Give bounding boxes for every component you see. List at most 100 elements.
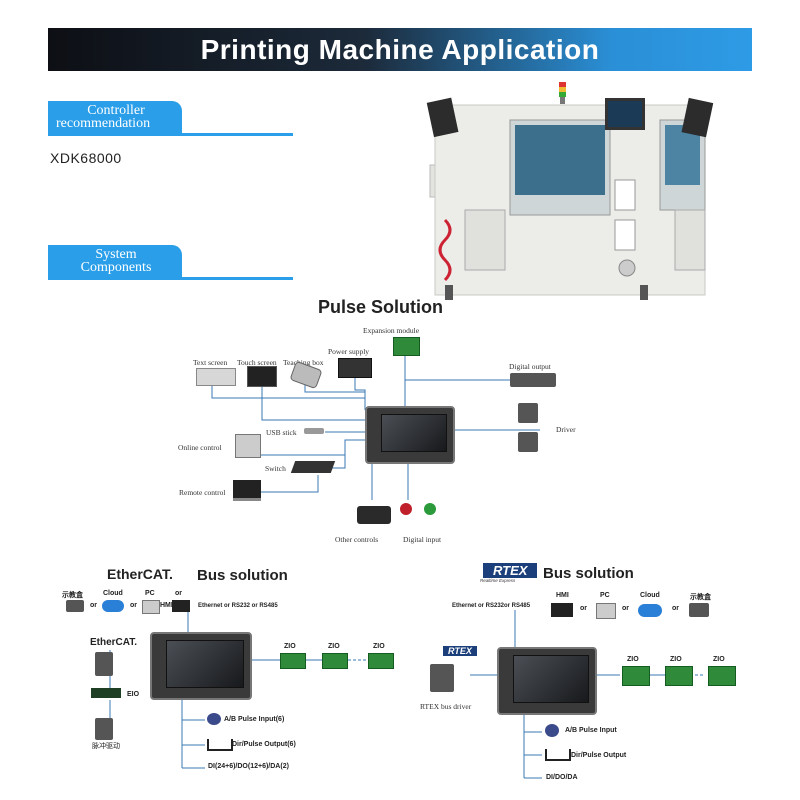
driver-motor-2 xyxy=(518,432,538,452)
rtex-zio-board-3 xyxy=(708,666,736,686)
ethercat-ethernet-label: Ethernet or RS232 or RS485 xyxy=(198,603,278,609)
driver-motor-1 xyxy=(518,403,538,423)
ethercat-or-3: HMI xyxy=(160,602,173,609)
rtex-hmi-icon xyxy=(551,603,573,617)
rtex-zio-board-1 xyxy=(622,666,650,686)
ethercat-item-hmi: or xyxy=(175,590,182,597)
driver-label: Driver xyxy=(556,425,576,434)
rtex-zio-label-2: ZIO xyxy=(670,656,682,663)
controller-tag: Controller recommendation xyxy=(48,101,182,133)
other-controls-device xyxy=(357,506,391,524)
remote-control-label: Remote control xyxy=(179,488,226,497)
power-label: Power supply xyxy=(328,347,370,356)
rtex-driver-label: RTEX bus driver xyxy=(420,702,472,711)
rtex-cloud-icon xyxy=(638,604,662,617)
rtex-zio-board-2 xyxy=(665,666,693,686)
controller-tag-line1: Controller xyxy=(87,103,145,118)
ethercat-logo-small: EtherCAT. xyxy=(90,637,138,648)
system-divider xyxy=(48,277,293,280)
ethercat-item-teach: 示教盒 xyxy=(62,592,83,599)
ethercat-io-digital: DI(24+6)/DO(12+6)/DA(2) xyxy=(208,763,289,770)
eio-label: EIO xyxy=(127,691,140,698)
rtex-pc-icon xyxy=(596,603,616,619)
system-section: System Components xyxy=(48,245,293,280)
digital-input-button-green xyxy=(424,503,436,515)
ethercat-heading: Bus solution xyxy=(197,567,288,584)
ethercat-zio-board-1 xyxy=(280,653,306,669)
pulse-driver-label: 脉冲驱动 xyxy=(92,743,120,750)
rtex-logo: RTEX xyxy=(483,563,538,578)
rtex-item-teach: 示教盒 xyxy=(690,594,711,601)
controller-section: Controller recommendation xyxy=(48,101,293,136)
eio-module xyxy=(91,688,121,698)
hmi-icon xyxy=(172,600,190,612)
rtex-io-pulse-input: A/B Pulse Input xyxy=(565,727,617,734)
system-tag: System Components xyxy=(48,245,182,277)
rtex-or-2: or xyxy=(622,605,629,612)
rtex-or-1: or xyxy=(580,605,587,612)
ethercat-or-2: or xyxy=(130,602,137,609)
hmi-controller xyxy=(365,406,455,464)
rtex-driver xyxy=(430,664,454,692)
teach-pendant-icon xyxy=(66,600,84,612)
ethercat-zio-label-3: ZIO xyxy=(373,643,385,650)
pc-icon xyxy=(142,600,160,614)
rtex-io-pulse-output: Dir/Pulse Output xyxy=(571,752,627,759)
digital-input-button-red xyxy=(400,503,412,515)
rtex-logo-sub: Realtime Express xyxy=(480,578,516,583)
ethercat-driver-bottom xyxy=(95,718,113,740)
rtex-zio-label-1: ZIO xyxy=(627,656,639,663)
digital-output-device xyxy=(510,373,556,387)
online-control-pc xyxy=(235,434,261,458)
rtex-zio-label-3: ZIO xyxy=(713,656,725,663)
rtex-ethernet-label: Ethernet or RS232or RS485 xyxy=(452,603,531,609)
controller-divider xyxy=(48,133,293,136)
ethercat-io-pulse-input: A/B Pulse Input(6) xyxy=(224,716,285,723)
ethercat-io-pulse-output: Dir/Pulse Output(6) xyxy=(232,741,296,748)
pulse-wave-icon xyxy=(207,739,233,751)
page-title: Printing Machine Application xyxy=(200,33,600,65)
ethercat-zio-board-3 xyxy=(368,653,394,669)
ethercat-driver-top xyxy=(95,652,113,676)
page-title-banner: Printing Machine Application xyxy=(48,28,752,71)
printing-machine-image xyxy=(426,82,714,300)
ethercat-zio-label-2: ZIO xyxy=(328,643,340,650)
switch-label: Switch xyxy=(265,464,286,473)
text-screen xyxy=(196,368,236,386)
rtex-or-3: or xyxy=(672,605,679,612)
expansion-module xyxy=(393,337,420,356)
rtex-heading: Bus solution xyxy=(543,565,634,582)
system-tag-line1: System xyxy=(95,247,137,262)
rtex-io-digital: DI/DO/DA xyxy=(546,774,578,781)
touch-screen-label: Touch screen xyxy=(237,358,277,367)
power-supply xyxy=(338,358,372,378)
pulse-heading: Pulse Solution xyxy=(318,297,444,317)
system-tag-line2: Components xyxy=(80,260,152,275)
rtex-item-cloud: Cloud xyxy=(640,592,660,599)
rtex-pulse-wave-icon xyxy=(545,749,571,761)
controller-tag-line2: recommendation xyxy=(56,116,151,131)
rtex-hmi-controller xyxy=(497,647,597,715)
ethercat-zio-board-2 xyxy=(322,653,348,669)
other-controls-label: Other controls xyxy=(335,535,379,544)
touch-screen xyxy=(247,366,277,387)
expansion-label: Expansion module xyxy=(363,326,420,335)
text-screen-label: Text screen xyxy=(193,358,228,367)
rtex-teach-pendant-icon xyxy=(689,603,709,617)
rtex-item-hmi: HMI xyxy=(556,592,569,599)
ethercat-hmi-controller xyxy=(150,632,252,700)
rtex-logo-small: RTEX xyxy=(443,646,477,656)
digital-input-label: Digital input xyxy=(403,535,442,544)
rtex-encoder-icon xyxy=(545,724,559,737)
usb-stick xyxy=(304,428,324,434)
controller-model: XDK68000 xyxy=(50,150,122,166)
ethercat-logo: EtherCAT. xyxy=(107,566,173,582)
cloud-icon xyxy=(102,600,124,612)
encoder-icon xyxy=(207,713,221,725)
ethercat-zio-label-1: ZIO xyxy=(284,643,296,650)
usb-label: USB stick xyxy=(266,428,297,437)
ethercat-item-cloud: Cloud xyxy=(103,590,123,597)
digital-output-label: Digital output xyxy=(509,362,551,371)
